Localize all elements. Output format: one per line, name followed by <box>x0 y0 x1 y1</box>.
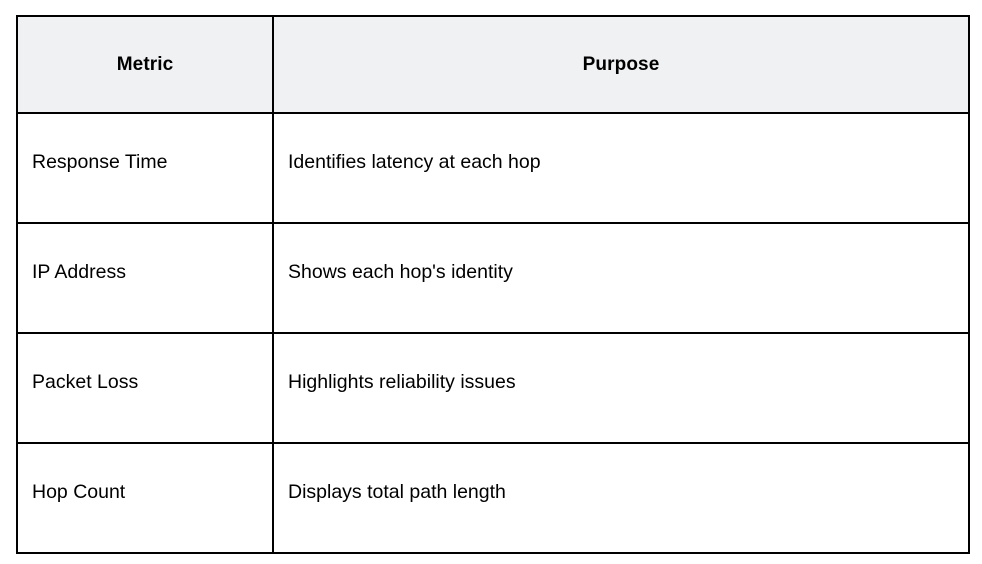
column-header-purpose: Purpose <box>272 15 970 114</box>
cell-metric: IP Address <box>16 222 274 334</box>
cell-purpose: Highlights reliability issues <box>272 332 970 444</box>
table-row: IP Address Shows each hop's identity <box>16 222 970 334</box>
cell-purpose: Shows each hop's identity <box>272 222 970 334</box>
cell-metric: Hop Count <box>16 442 274 554</box>
table-header: Metric Purpose <box>16 15 970 114</box>
cell-metric: Packet Loss <box>16 332 274 444</box>
column-header-metric: Metric <box>16 15 274 114</box>
cell-purpose: Displays total path length <box>272 442 970 554</box>
table-row: Packet Loss Highlights reliability issue… <box>16 332 970 444</box>
metric-purpose-table-container: Metric Purpose Response Time Identifies … <box>16 15 970 554</box>
cell-purpose: Identifies latency at each hop <box>272 112 970 224</box>
cell-metric: Response Time <box>16 112 274 224</box>
table-header-row: Metric Purpose <box>16 15 970 114</box>
metric-purpose-table: Metric Purpose Response Time Identifies … <box>16 15 970 554</box>
table-body: Response Time Identifies latency at each… <box>16 112 970 554</box>
table-row: Hop Count Displays total path length <box>16 442 970 554</box>
table-row: Response Time Identifies latency at each… <box>16 112 970 224</box>
